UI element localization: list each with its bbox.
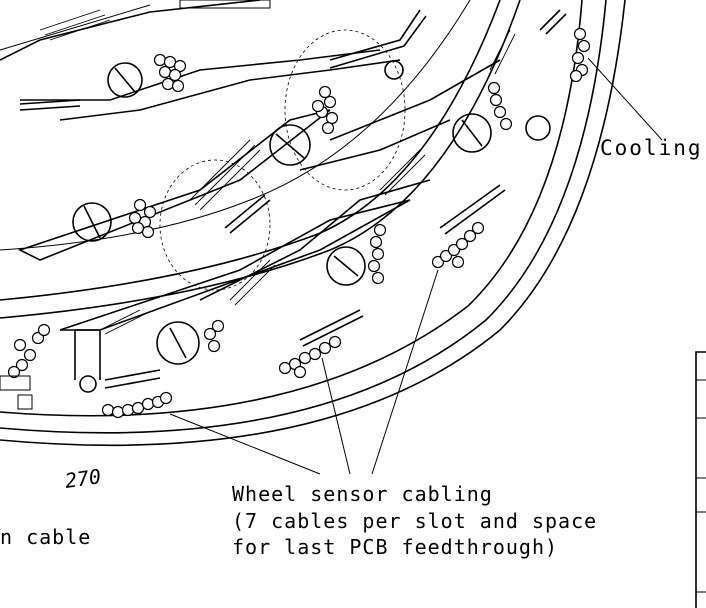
cable-circle — [31, 331, 45, 345]
cable-circle — [499, 117, 513, 131]
cable-circle — [7, 365, 21, 379]
cable-circle — [451, 255, 465, 269]
cable-circle — [573, 27, 587, 41]
cable-circle — [173, 59, 187, 73]
cable-circle — [141, 397, 155, 411]
screws — [72, 62, 551, 365]
cable-bundles — [7, 27, 591, 419]
screw — [107, 62, 143, 98]
cable-circle — [371, 271, 385, 285]
cable-circle — [278, 361, 292, 375]
cable-circle — [373, 223, 387, 237]
cable-circle — [371, 247, 385, 261]
cable-circle — [369, 235, 383, 249]
cable-circle — [293, 365, 307, 379]
reference-circles — [159, 29, 406, 291]
cable-circle — [569, 69, 583, 83]
cable-circle — [101, 403, 115, 417]
cable-circle — [489, 93, 503, 107]
cable-circle — [15, 358, 29, 372]
cable-circle — [471, 221, 485, 235]
cable-circle — [211, 319, 225, 333]
cable-circle — [143, 205, 157, 219]
cable-circle — [318, 341, 332, 355]
cable-circle — [577, 39, 591, 53]
cable-circle — [321, 121, 335, 135]
screw — [156, 321, 200, 365]
cable-circle — [171, 79, 185, 93]
slot-sections — [17, 9, 516, 335]
cable-circle — [431, 255, 445, 269]
cable-circle — [141, 225, 155, 239]
cable-circle — [163, 55, 177, 69]
cable-circle — [298, 351, 312, 365]
cable-circle — [207, 339, 221, 353]
cable-circle — [37, 323, 51, 337]
cable-circle — [325, 111, 339, 125]
cable-circle — [159, 391, 173, 405]
cable-circle — [158, 65, 172, 79]
cable-circle — [168, 68, 182, 82]
cable-circle — [133, 198, 147, 212]
cable-circle — [128, 211, 142, 225]
cable-circle — [439, 249, 453, 263]
wheel-sensor-label-line1: Wheel sensor cabling — [232, 482, 493, 506]
cable-circle — [131, 221, 145, 235]
cooling-label: Cooling — [600, 136, 703, 160]
screw — [72, 202, 112, 242]
screw — [452, 113, 492, 153]
cable-circle — [487, 81, 501, 95]
wheel-sensor-label-line2: (7 cables per slot and space — [232, 509, 597, 533]
cable-circle — [367, 259, 381, 273]
cable-circle — [308, 347, 322, 361]
cable-circle — [161, 77, 175, 91]
cable-circle — [493, 105, 507, 119]
cable-label-fragment: n cable — [0, 525, 91, 549]
cable-circle — [571, 51, 585, 65]
screw — [269, 124, 311, 166]
title-block-edge — [695, 351, 706, 608]
pin-hole — [525, 115, 551, 141]
wheel-sensor-leader-1 — [169, 413, 321, 475]
screw — [326, 246, 366, 286]
cable-circle — [203, 327, 217, 341]
cable-circle — [121, 403, 135, 417]
cooling-leader — [587, 57, 663, 141]
cable-circle — [328, 335, 342, 349]
cable-circle — [447, 243, 461, 257]
cable-circle — [131, 401, 145, 415]
cable-circle — [455, 237, 469, 251]
wheel-sensor-leader-2 — [321, 357, 351, 475]
leader-lines — [169, 57, 663, 475]
cable-circle — [463, 229, 477, 243]
wheel-sensor-leader-3 — [371, 269, 439, 475]
cable-circle — [23, 348, 37, 362]
cable-circle — [153, 53, 167, 67]
cable-circle — [318, 85, 332, 99]
cable-circle — [111, 405, 125, 419]
outer-ring — [0, 0, 626, 447]
wheel-sensor-label-line3: for last PCB feedthrough) — [232, 535, 558, 559]
cable-circle — [13, 338, 27, 352]
rods — [0, 9, 567, 410]
handwritten-270: 270 — [63, 464, 102, 493]
cable-circle — [323, 95, 337, 109]
cable-circle — [311, 99, 325, 113]
